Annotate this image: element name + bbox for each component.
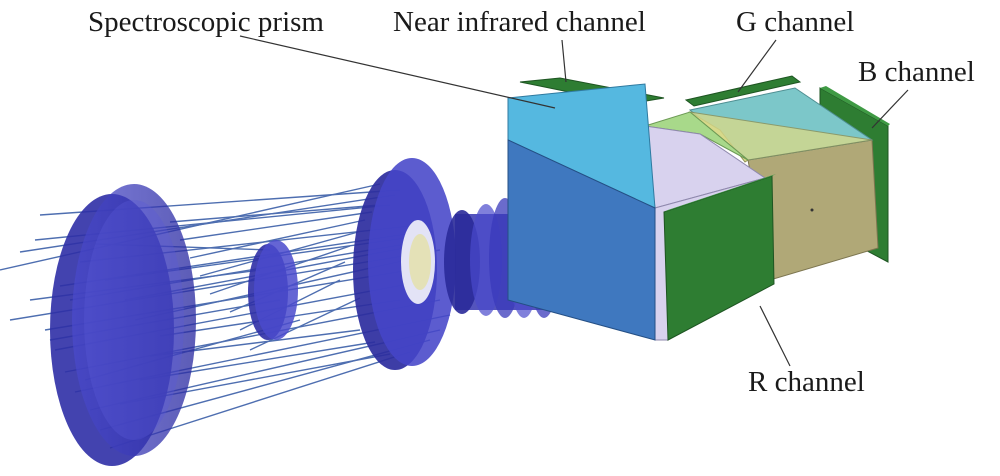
- leader-r: [759, 305, 791, 367]
- label-r-channel: R channel: [748, 366, 865, 398]
- light-ray: [189, 219, 366, 259]
- label-b-channel: B channel: [858, 56, 975, 88]
- label-near-infrared-channel: Near infrared channel: [393, 6, 646, 38]
- light-ray: [249, 297, 361, 351]
- light-ray: [179, 211, 373, 241]
- ring-lens: [353, 158, 456, 370]
- leader-lines: [239, 35, 909, 367]
- prism-assembly: [507, 75, 890, 341]
- leader-g: [737, 39, 777, 93]
- label-g-channel: G channel: [736, 6, 855, 38]
- leader-nir: [561, 39, 567, 83]
- front-lens: [50, 184, 196, 466]
- leader-prism: [239, 35, 556, 109]
- leader-b: [871, 89, 909, 129]
- label-spectroscopic-prism: Spectroscopic prism: [88, 6, 324, 38]
- g-channel-plate: [684, 75, 802, 107]
- prism-blue-face: [507, 139, 656, 341]
- light-ray: [0, 183, 381, 271]
- middle-lens: [248, 240, 298, 340]
- light-ray: [169, 204, 381, 223]
